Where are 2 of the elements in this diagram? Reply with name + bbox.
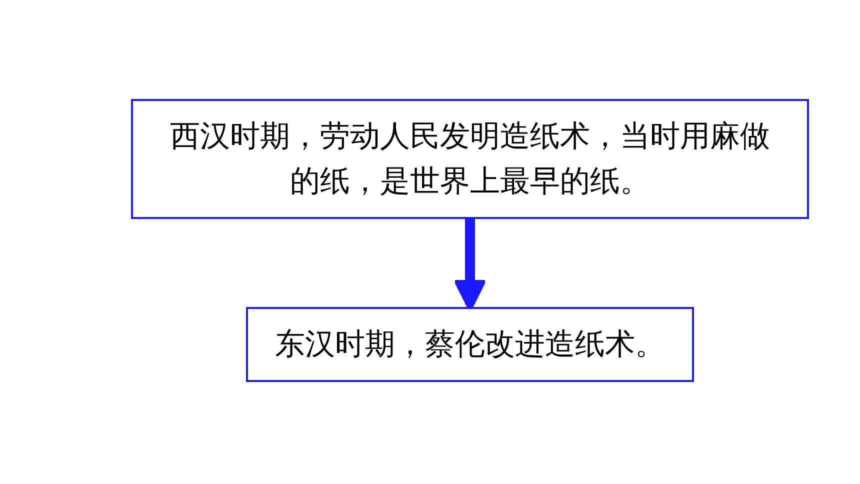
node-box: 东汉时期，蔡伦改进造纸术。 [246,306,694,382]
node-box: 西汉时期，劳动人民发明造纸术，当时用麻做的纸，是世界上最早的纸。 [131,98,809,218]
